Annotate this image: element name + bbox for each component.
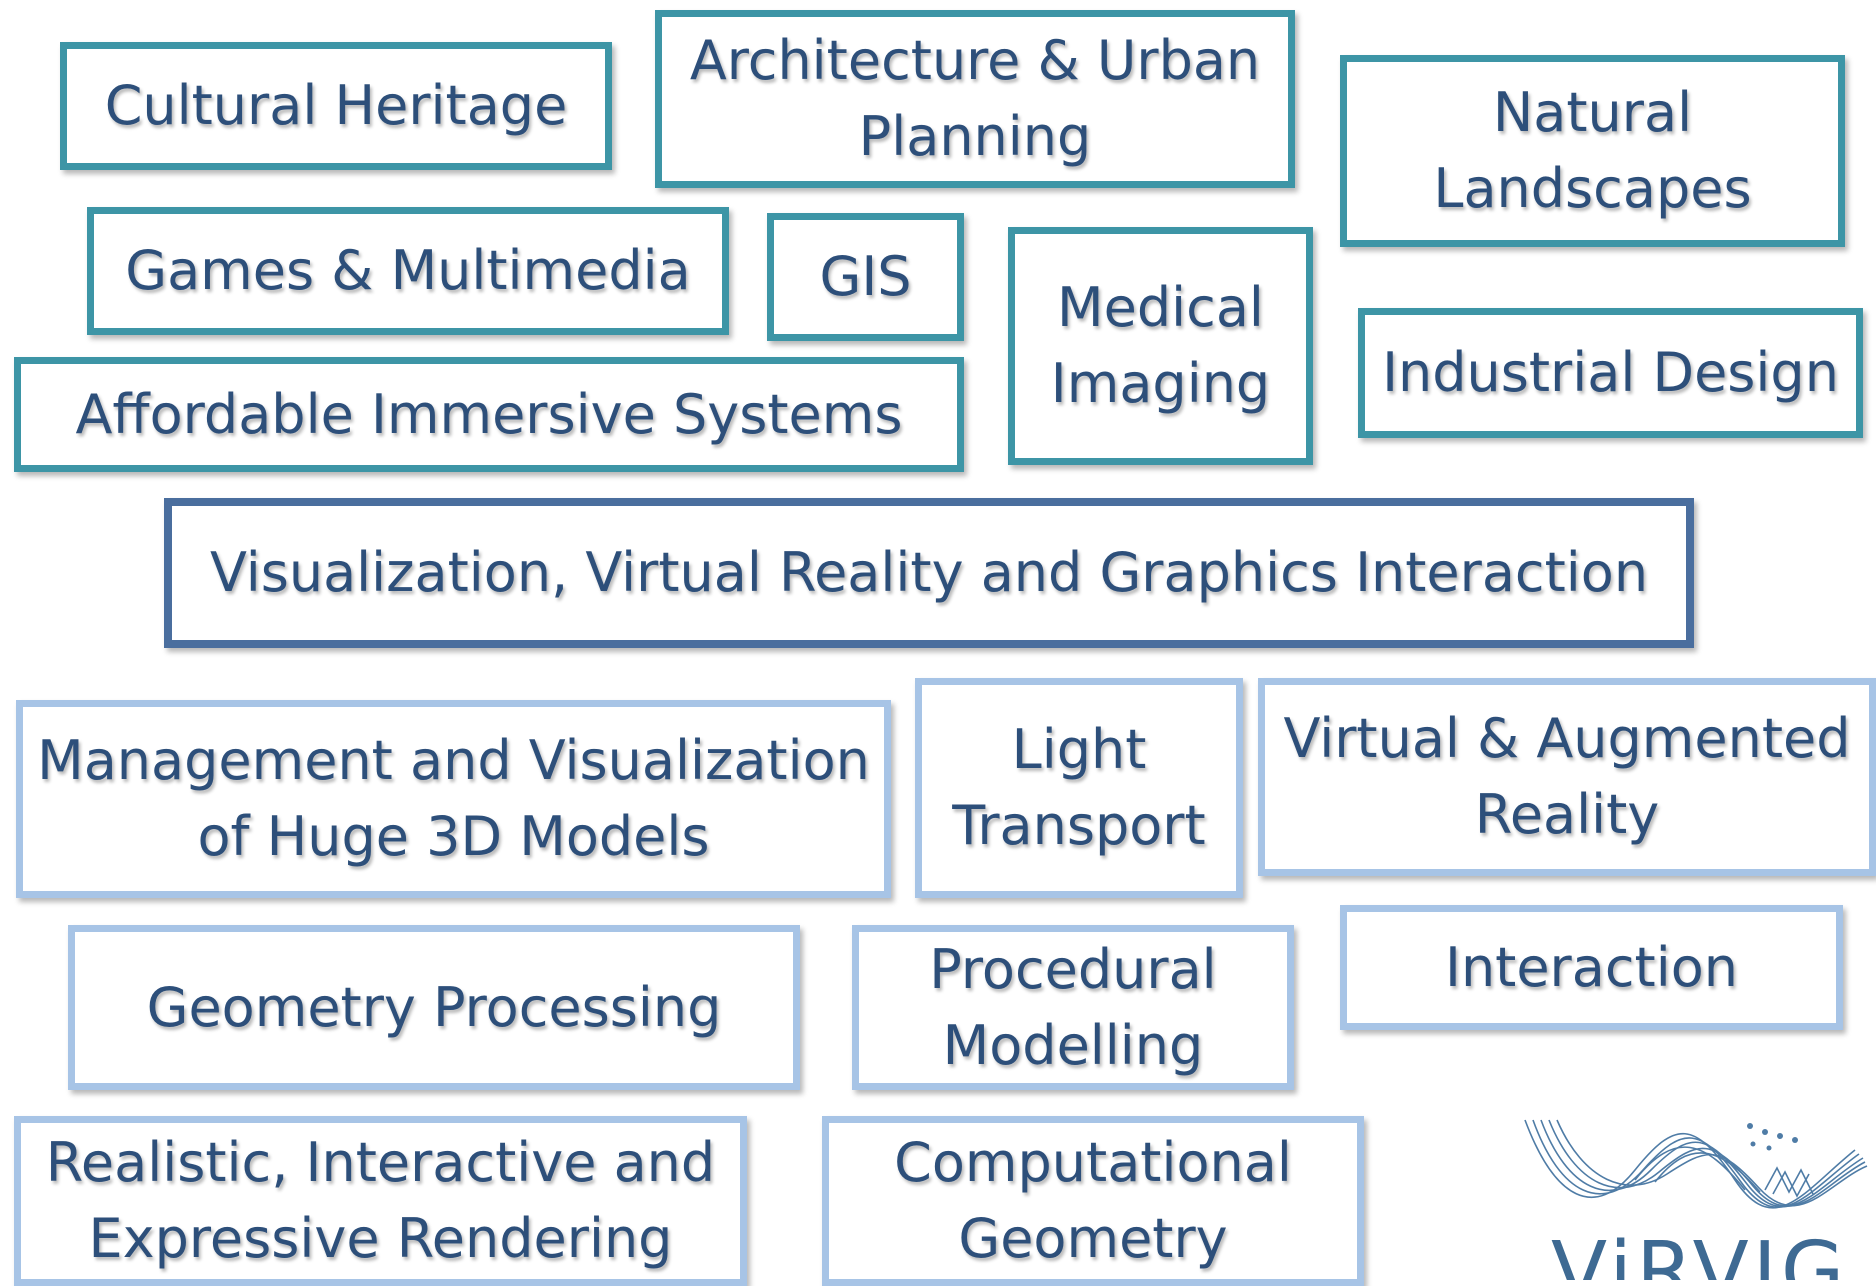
- huge-3d-models-box: Management and Visualization of Huge 3D …: [16, 700, 891, 898]
- wave-lines-logo-icon: [1524, 1119, 1868, 1209]
- industrial-design-box: Industrial Design: [1358, 308, 1863, 438]
- light-transport-label: Light Transport: [952, 718, 1206, 857]
- virtual-augmented-reality-box: Virtual & Augmented Reality: [1258, 678, 1876, 876]
- games-multimedia-label: Games & Multimedia: [125, 239, 691, 302]
- procedural-modelling-box: Procedural Modelling: [852, 925, 1294, 1090]
- computational-geometry-box: Computational Geometry: [822, 1116, 1364, 1286]
- procedural-modelling-label: Procedural Modelling: [929, 937, 1217, 1077]
- realistic-rendering-box: Realistic, Interactive and Expressive Re…: [14, 1116, 747, 1286]
- natural-landscapes-box: Natural Landscapes: [1340, 55, 1845, 247]
- architecture-urban-planning-label: Architecture & Urban Planning: [689, 29, 1261, 168]
- light-transport-box: Light Transport: [915, 678, 1243, 898]
- natural-landscapes-label: Natural Landscapes: [1433, 81, 1752, 220]
- geometry-processing-label: Geometry Processing: [146, 975, 722, 1039]
- geometry-processing-box: Geometry Processing: [68, 925, 800, 1090]
- virtual-augmented-reality-label: Virtual & Augmented Reality: [1283, 707, 1851, 846]
- cultural-heritage-box: Cultural Heritage: [60, 42, 612, 170]
- interaction-label: Interaction: [1445, 935, 1738, 999]
- architecture-urban-planning-box: Architecture & Urban Planning: [655, 10, 1295, 188]
- virvig-logo: ViRVIG: [1515, 1110, 1875, 1280]
- core-research-area-label: Visualization, Virtual Reality and Graph…: [209, 541, 1649, 604]
- affordable-immersive-systems-label: Affordable Immersive Systems: [75, 382, 903, 446]
- interaction-box: Interaction: [1340, 905, 1843, 1030]
- cultural-heritage-label: Cultural Heritage: [104, 74, 568, 137]
- virvig-logo-text: ViRVIG: [1551, 1225, 1849, 1281]
- affordable-immersive-systems-box: Affordable Immersive Systems: [14, 357, 964, 472]
- gis-label: GIS: [819, 245, 912, 308]
- medical-imaging-label: Medical Imaging: [1050, 276, 1271, 415]
- gis-box: GIS: [767, 213, 964, 341]
- medical-imaging-box: Medical Imaging: [1008, 227, 1313, 465]
- industrial-design-label: Industrial Design: [1382, 341, 1839, 404]
- huge-3d-models-label: Management and Visualization of Huge 3D …: [37, 729, 870, 868]
- games-multimedia-box: Games & Multimedia: [87, 207, 729, 335]
- computational-geometry-label: Computational Geometry: [894, 1131, 1292, 1270]
- core-research-area-box: Visualization, Virtual Reality and Graph…: [164, 498, 1694, 648]
- realistic-rendering-label: Realistic, Interactive and Expressive Re…: [45, 1131, 716, 1270]
